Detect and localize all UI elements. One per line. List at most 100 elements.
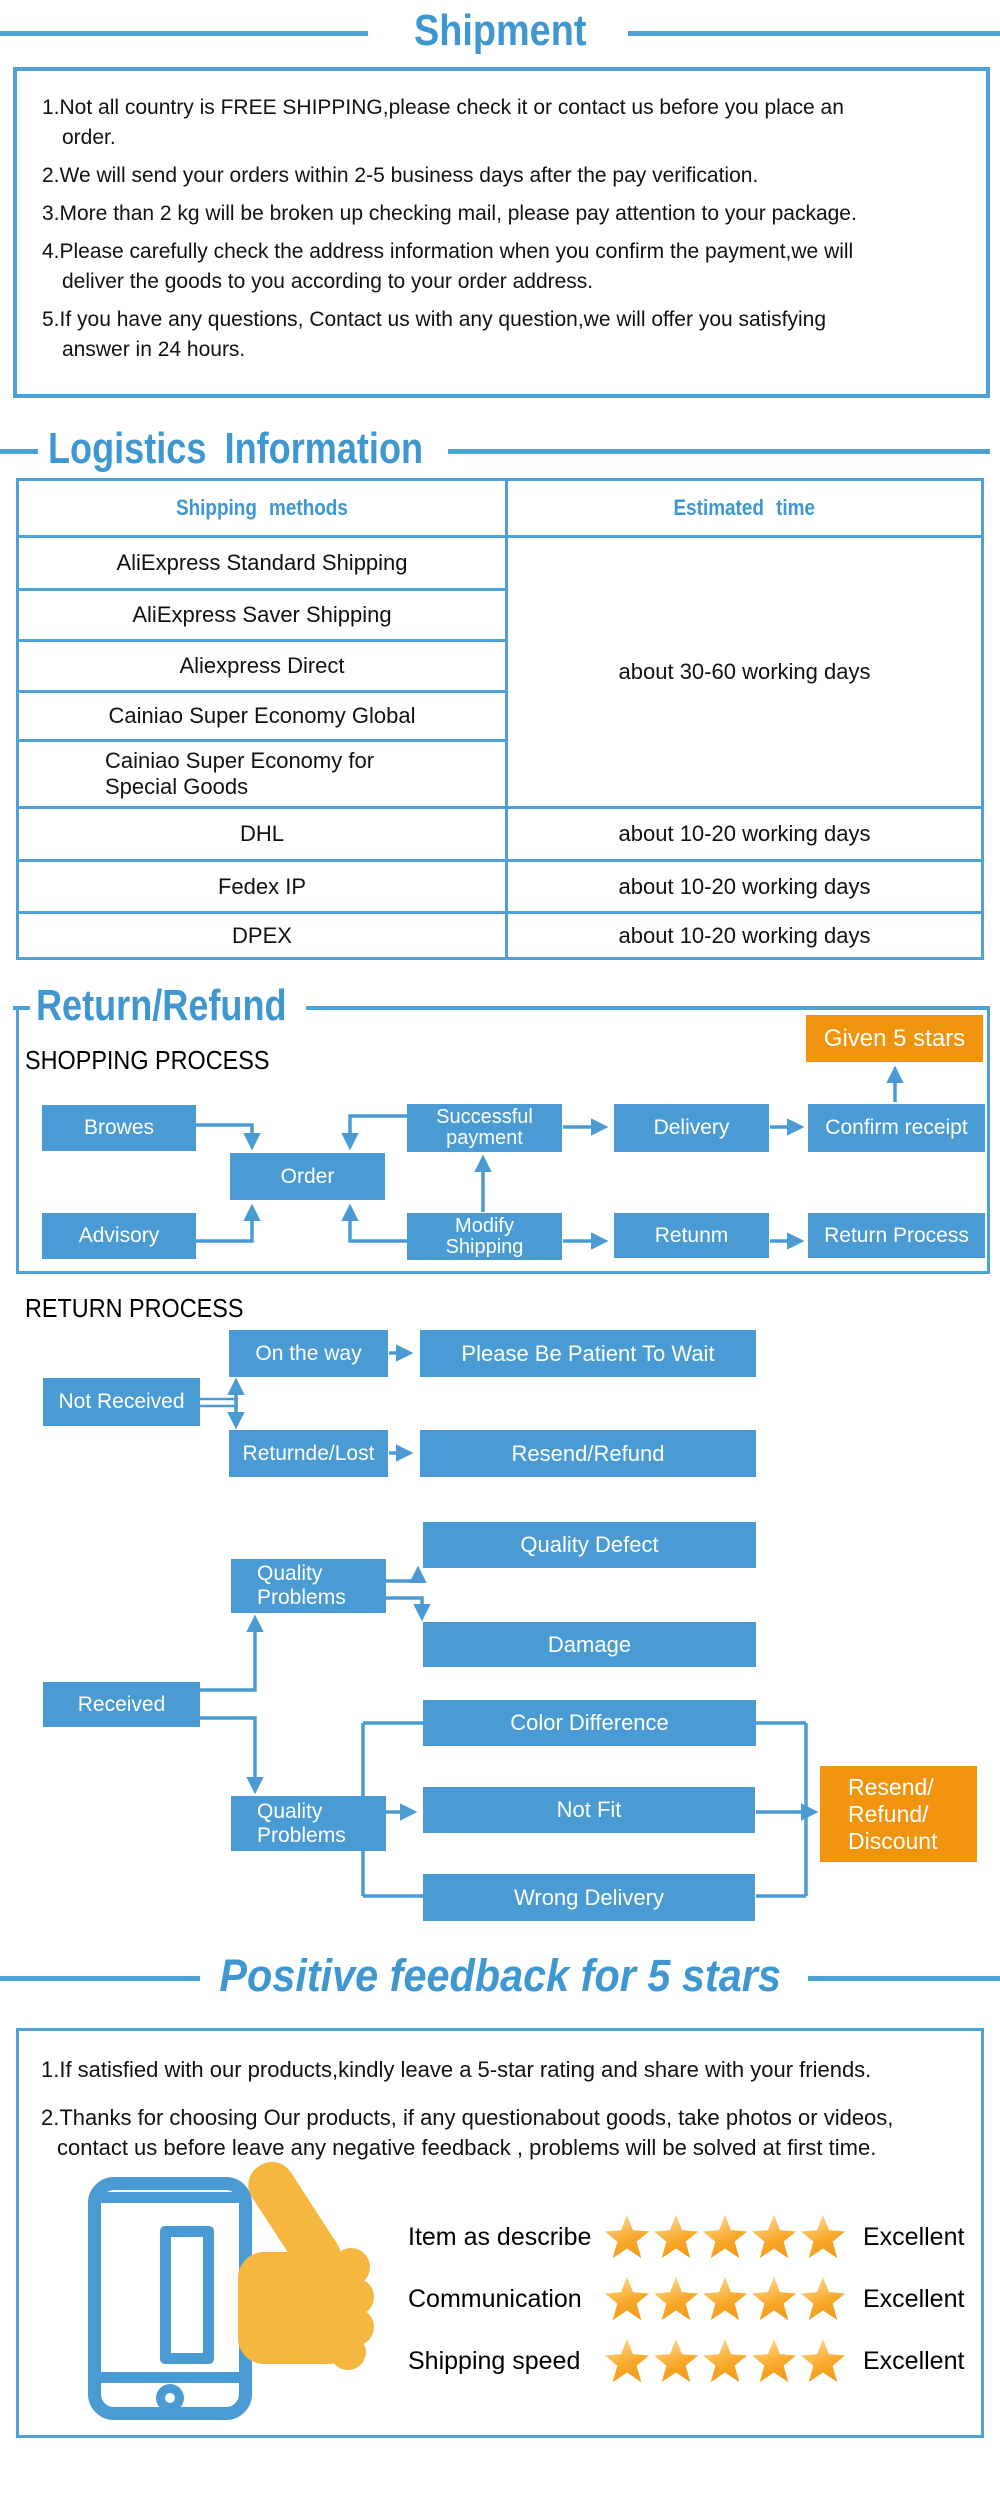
- table-row-method: DPEX: [19, 911, 505, 957]
- flow-box-given-5-stars: Given 5 stars: [806, 1015, 983, 1062]
- rating-row-communication: Communication Excellent: [408, 2276, 980, 2322]
- shipment-title: Shipment: [0, 6, 1000, 56]
- return-box-right-border: [987, 1006, 990, 1274]
- flow-box-returnde-lost: Returnde/Lost: [229, 1430, 388, 1477]
- logistics-title-text: Logistics Information: [48, 424, 424, 473]
- phone-home-button: [156, 2384, 184, 2412]
- return-box-bottom-border: [16, 1271, 990, 1274]
- table-merged-time-cell: about 30-60 working days: [505, 535, 981, 806]
- star-icon: [604, 2338, 650, 2383]
- flow-box-not-fit: Not Fit: [423, 1787, 755, 1833]
- star-icon: [751, 2276, 797, 2321]
- shipment-note-5: 5.If you have any questions, Contact us …: [42, 308, 827, 361]
- five-star-rating: [604, 2276, 851, 2322]
- logistics-table: Shipping methods Estimated time AliExpre…: [16, 478, 984, 960]
- phone-home-dot: [165, 2393, 175, 2403]
- table-row-method: Fedex IP: [19, 859, 505, 911]
- table-row-method: AliExpress Standard Shipping: [19, 535, 505, 588]
- return-box-top-border: [306, 1006, 990, 1010]
- shipment-note-3: 3.More than 2 kg will be broken up check…: [42, 202, 857, 225]
- flow-box-damage: Damage: [423, 1622, 756, 1667]
- col-header-estimated-time: Estimated time: [505, 481, 981, 535]
- star-icon: [751, 2214, 797, 2259]
- star-icon: [800, 2338, 846, 2383]
- rating-row-shipping-speed: Shipping speed Excellent: [408, 2338, 980, 2384]
- shipment-note-2: 2.We will send your orders within 2-5 bu…: [42, 164, 759, 187]
- table-row-time: about 10-20 working days: [505, 911, 981, 957]
- table-row-method: Cainiao Super Economy Global: [19, 690, 505, 739]
- flow-box-color-difference: Color Difference: [423, 1700, 756, 1746]
- flow-box-browes: Browes: [42, 1105, 196, 1151]
- star-icon: [751, 2338, 797, 2383]
- five-star-rating: [604, 2214, 851, 2260]
- logistics-title-line: [448, 449, 990, 454]
- shipment-title-line-left: [0, 31, 368, 36]
- flow-box-quality-defect: Quality Defect: [423, 1522, 756, 1568]
- phone-screen: [160, 2226, 214, 2364]
- flow-box-modify-shipping: Modify Shipping: [407, 1213, 562, 1260]
- feedback-note-2: 2.Thanks for choosing Our products, if a…: [41, 2105, 894, 2160]
- return-box-left-border: [16, 1006, 19, 1274]
- shipment-note-1: 1.Not all country is FREE SHIPPING,pleas…: [42, 96, 844, 149]
- table-row-method: DHL: [19, 806, 505, 859]
- logistics-title-dash: [0, 449, 38, 454]
- flow-box-successful-payment: Successful payment: [407, 1104, 562, 1152]
- shopping-process-label: SHOPPING PROCESS: [25, 1045, 270, 1075]
- thumb-knuckle: [330, 2334, 366, 2370]
- shipment-notes-box: 1.Not all country is FREE SHIPPING,pleas…: [13, 67, 990, 398]
- flow-box-quality-problems-bottom: Quality Problems: [231, 1796, 386, 1851]
- five-star-rating: [604, 2338, 851, 2384]
- flow-box-retunm: Retunm: [614, 1213, 769, 1258]
- star-icon: [800, 2276, 846, 2321]
- star-icon: [702, 2338, 748, 2383]
- flow-box-delivery: Delivery: [614, 1104, 769, 1152]
- shipment-note-4: 4.Please carefully check the address inf…: [42, 240, 854, 293]
- flow-box-wrong-delivery: Wrong Delivery: [423, 1874, 755, 1921]
- return-process-label: RETURN PROCESS: [25, 1293, 244, 1323]
- star-icon: [653, 2214, 699, 2259]
- col-header-shipping-methods: Shipping methods: [176, 495, 348, 520]
- table-row-method: Aliexpress Direct: [19, 639, 505, 690]
- flow-box-return-process: Return Process: [808, 1213, 985, 1258]
- rating-value: Excellent: [863, 2222, 965, 2251]
- feedback-note-1: 1.If satisfied with our products,kindly …: [41, 2057, 872, 2082]
- flow-box-be-patient: Please Be Patient To Wait: [420, 1330, 756, 1377]
- flow-box-not-received: Not Received: [43, 1378, 200, 1426]
- flow-box-order: Order: [230, 1153, 385, 1200]
- flow-box-advisory: Advisory: [42, 1213, 196, 1259]
- star-icon: [800, 2214, 846, 2259]
- phone-top-bar: [101, 2192, 239, 2203]
- table-row-method: Cainiao Super Economy for Special Goods: [19, 739, 505, 806]
- star-icon: [702, 2214, 748, 2259]
- star-icon: [702, 2276, 748, 2321]
- feedback-title-text: Positive feedback for 5 stars: [219, 1950, 781, 2001]
- shipment-title-line-right: [628, 31, 1000, 36]
- shipment-title-text: Shipment: [413, 6, 587, 55]
- return-refund-title: Return/Refund: [36, 981, 342, 1031]
- flow-box-confirm-receipt: Confirm receipt: [808, 1104, 985, 1152]
- return-title-dash: [13, 1006, 30, 1010]
- rating-label: Shipping speed: [408, 2346, 581, 2375]
- star-icon: [604, 2276, 650, 2321]
- rating-row-item-as-describe: Item as describe Excellent: [408, 2214, 980, 2260]
- logistics-title: Logistics Information: [48, 424, 505, 474]
- table-row-time: about 10-20 working days: [505, 859, 981, 911]
- flow-box-resend-refund: Resend/Refund: [420, 1430, 756, 1477]
- flow-box-received: Received: [43, 1682, 200, 1727]
- rating-value: Excellent: [863, 2346, 965, 2375]
- phone-bottom-bar: [101, 2372, 239, 2383]
- return-refund-title-text: Return/Refund: [36, 981, 287, 1030]
- star-icon: [604, 2214, 650, 2259]
- rating-label: Item as describe: [408, 2222, 592, 2251]
- flow-box-quality-problems-top: Quality Problems: [231, 1559, 386, 1613]
- star-icon: [653, 2276, 699, 2321]
- rating-label: Communication: [408, 2284, 582, 2313]
- star-icon: [653, 2338, 699, 2383]
- rating-value: Excellent: [863, 2284, 965, 2313]
- table-row-time: about 10-20 working days: [505, 806, 981, 859]
- flow-box-resend-refund-discount: Resend/ Refund/ Discount: [820, 1766, 977, 1862]
- feedback-notes-box: 1.If satisfied with our products,kindly …: [16, 2028, 984, 2438]
- table-row-method: AliExpress Saver Shipping: [19, 588, 505, 639]
- flow-box-on-the-way: On the way: [229, 1330, 388, 1377]
- feedback-title-line-right: [808, 1976, 1000, 1981]
